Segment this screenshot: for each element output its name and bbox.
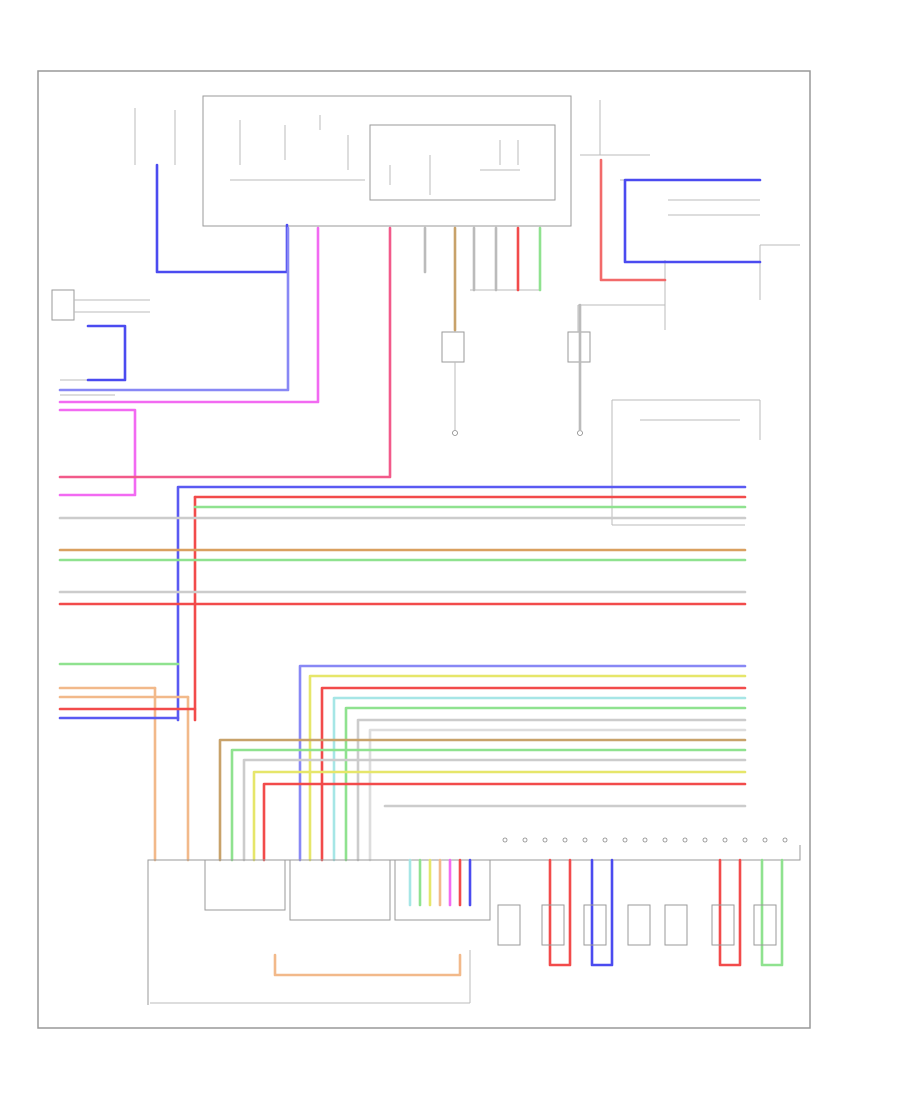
bottom-ecu-block — [147, 837, 801, 1005]
harness-gray — [356, 718, 747, 862]
harness-green — [344, 706, 747, 862]
harness-blue — [298, 664, 747, 862]
harness-gray-b — [368, 728, 747, 862]
wire-blue-top-left — [155, 163, 289, 274]
ecu-orange-loop — [273, 953, 462, 977]
right-sensor-loops — [497, 858, 784, 967]
wire-blue-mid — [58, 226, 290, 392]
wire-blue-right-loop — [623, 178, 762, 264]
ecu-pin-wires — [408, 858, 472, 907]
top-control-box — [202, 95, 572, 227]
harness-yellow-b — [252, 770, 747, 862]
diagram-frame — [37, 70, 811, 1029]
harness-brown — [218, 738, 747, 862]
center-ground-components — [441, 289, 665, 436]
bus-blue-1 — [176, 485, 747, 722]
wire-red-right — [599, 158, 667, 282]
wire-magenta-mid — [58, 226, 320, 404]
wire-blue-left-loop — [86, 324, 127, 382]
upper-wires — [58, 158, 762, 497]
harness-gray-c — [242, 758, 747, 862]
harness-red — [320, 686, 747, 862]
wire-red-pink-left — [58, 226, 392, 479]
harness-cyan — [332, 696, 747, 862]
bus-wires — [58, 485, 747, 862]
harness-green-b — [230, 748, 747, 862]
top-right-component — [580, 100, 800, 526]
wire-magenta-left-loop — [58, 408, 137, 497]
lower-harness — [218, 664, 747, 862]
connector-pins — [502, 837, 788, 843]
harness-yellow — [308, 674, 747, 862]
harness-red-b — [262, 782, 747, 862]
